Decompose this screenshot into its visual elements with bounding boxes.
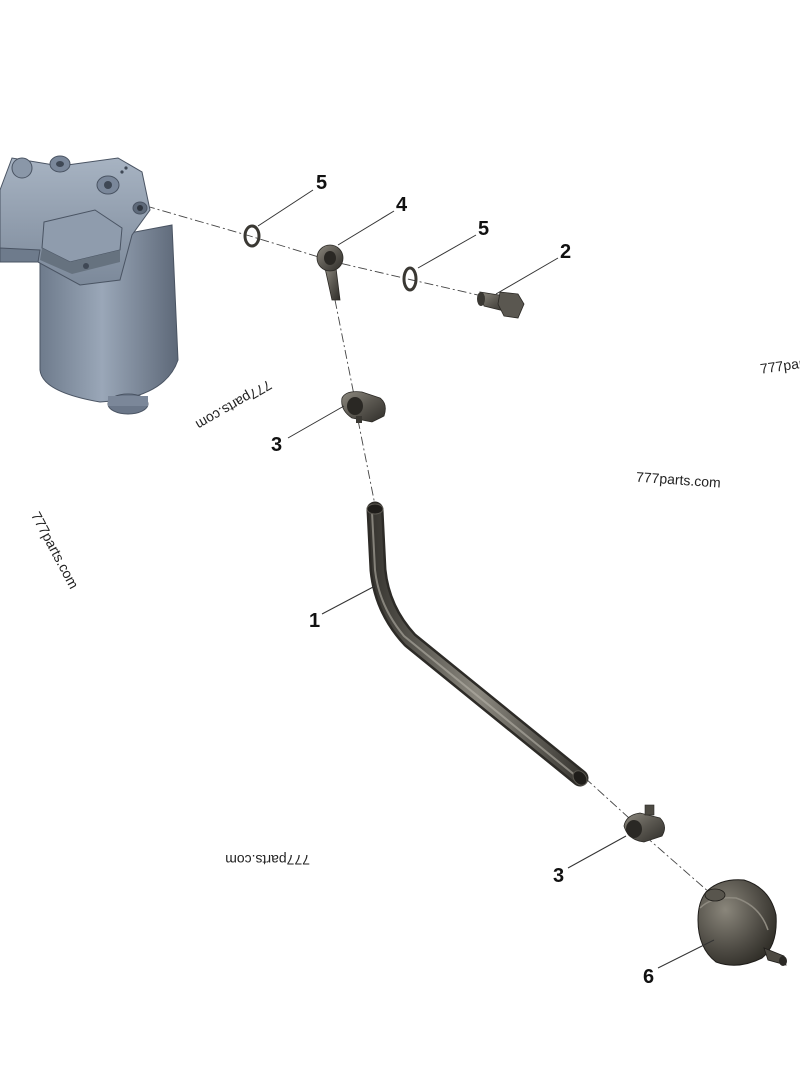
watermark-3: 777parts.com <box>28 509 82 591</box>
callout-4: 4 <box>396 194 408 216</box>
banjo-fitting-4 <box>316 244 344 301</box>
callout-6: 6 <box>643 966 654 988</box>
callout-5b: 5 <box>478 218 489 240</box>
callout-2: 2 <box>560 241 571 263</box>
o-ring-5b <box>402 266 418 292</box>
callout-3b: 3 <box>553 865 564 887</box>
hose-clamp-3a <box>341 391 386 423</box>
fuel-hose-1 <box>366 501 589 787</box>
hose-clamp-3b <box>623 804 665 843</box>
watermark-5: 777par <box>759 355 800 377</box>
callout-5a: 5 <box>316 172 327 194</box>
callout-1: 1 <box>309 610 320 632</box>
fuel-pump-assembly <box>0 155 179 415</box>
watermark-1: 777parts.com <box>193 377 274 433</box>
o-ring-5a <box>243 224 261 248</box>
center-lines <box>145 205 719 901</box>
callout-3a: 3 <box>271 434 282 456</box>
watermarks: 777parts.com 777parts.com 777parts.com 7… <box>28 355 800 868</box>
callouts: 5 4 5 2 3 1 3 6 <box>271 172 654 988</box>
fuel-filter-6 <box>697 879 787 966</box>
banjo-bolt-2 <box>477 291 525 319</box>
watermark-2: 777parts.com <box>636 469 722 491</box>
leader-lines <box>257 189 715 969</box>
watermark-4: 777parts.com <box>225 852 310 868</box>
